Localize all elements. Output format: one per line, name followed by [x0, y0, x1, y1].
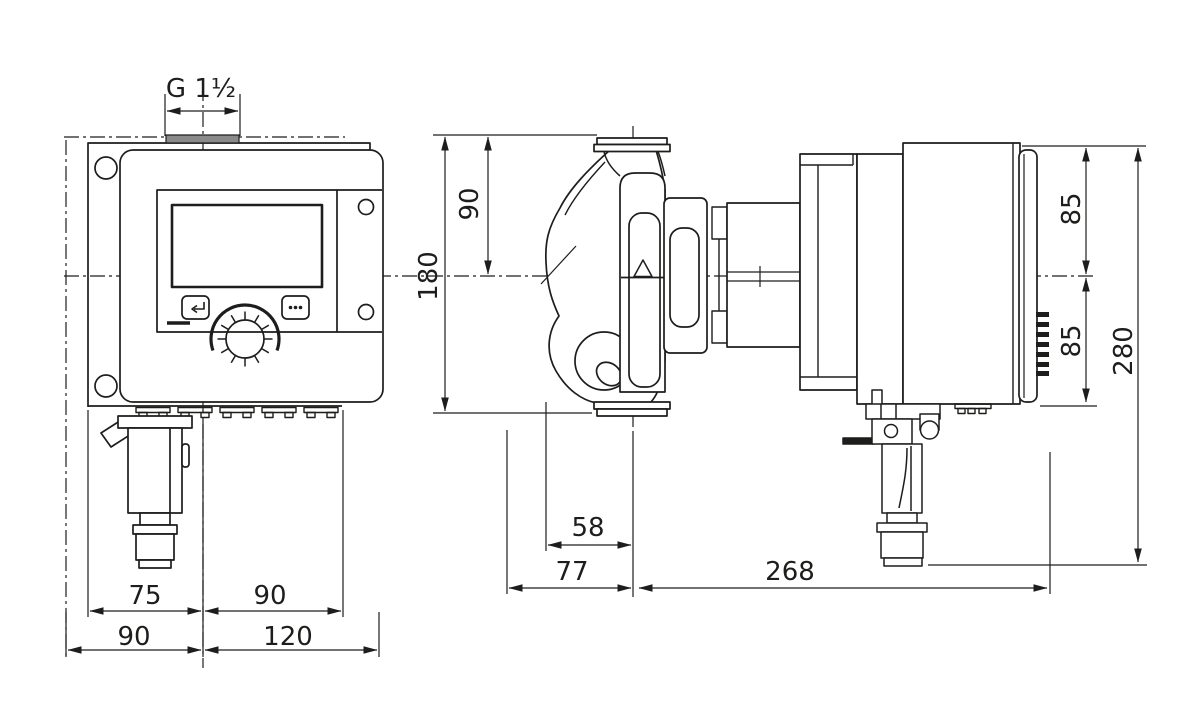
- screw-hole: [357, 198, 375, 216]
- extension-lines: [65, 94, 1147, 657]
- front-plug-assembly: [100, 415, 193, 569]
- ellipsis-icon: [288, 305, 303, 310]
- dim-label-77: 77: [555, 557, 589, 587]
- back-button: [181, 295, 210, 320]
- module-face-plate: [1018, 149, 1038, 403]
- side-plug-assembly: [842, 389, 941, 567]
- display-bezel: [156, 189, 338, 333]
- screw-hole: [357, 303, 375, 321]
- stator-bracket: [799, 153, 858, 391]
- dim-label-90-side: 90: [455, 187, 485, 221]
- bottom-port-flange: [593, 401, 671, 417]
- back-arrow-icon: [191, 302, 205, 314]
- control-knob: [209, 303, 281, 367]
- display-screen: [170, 203, 324, 289]
- dim-label-90-front: 90: [253, 581, 287, 611]
- dim-label-280: 280: [1109, 326, 1139, 376]
- top-port-flange: [593, 137, 671, 153]
- menu-button: [281, 295, 310, 320]
- dim-label-85-top: 85: [1057, 192, 1087, 226]
- dimension-lines: [67, 107, 1142, 654]
- pipe-column: [619, 172, 666, 393]
- motor-body: [726, 202, 801, 348]
- thread-collar: [165, 134, 240, 144]
- knob-side-ribs: [1036, 312, 1049, 376]
- dim-label-120: 120: [263, 622, 313, 652]
- dim-label-180: 180: [414, 251, 444, 301]
- front-view: [87, 134, 384, 569]
- dim-label-58: 58: [571, 513, 605, 543]
- dim-label-90-overall: 90: [117, 622, 151, 652]
- screw-hole: [94, 156, 118, 180]
- module-connector-stubs: [954, 403, 992, 415]
- flow-direction-arrow: [633, 259, 653, 278]
- motor-clamp: [711, 206, 728, 344]
- motor-flange: [663, 197, 708, 354]
- control-module: [902, 142, 1021, 405]
- side-view: [540, 137, 1049, 567]
- dim-label-268: 268: [765, 557, 815, 587]
- dim-label-thread: G 1½: [165, 74, 237, 104]
- cable-glands: [135, 406, 339, 419]
- module-face: [119, 149, 384, 403]
- module-rear: [856, 153, 904, 405]
- dim-label-75: 75: [128, 581, 162, 611]
- dim-label-85-bottom: 85: [1057, 324, 1087, 358]
- screw-hole: [94, 374, 118, 398]
